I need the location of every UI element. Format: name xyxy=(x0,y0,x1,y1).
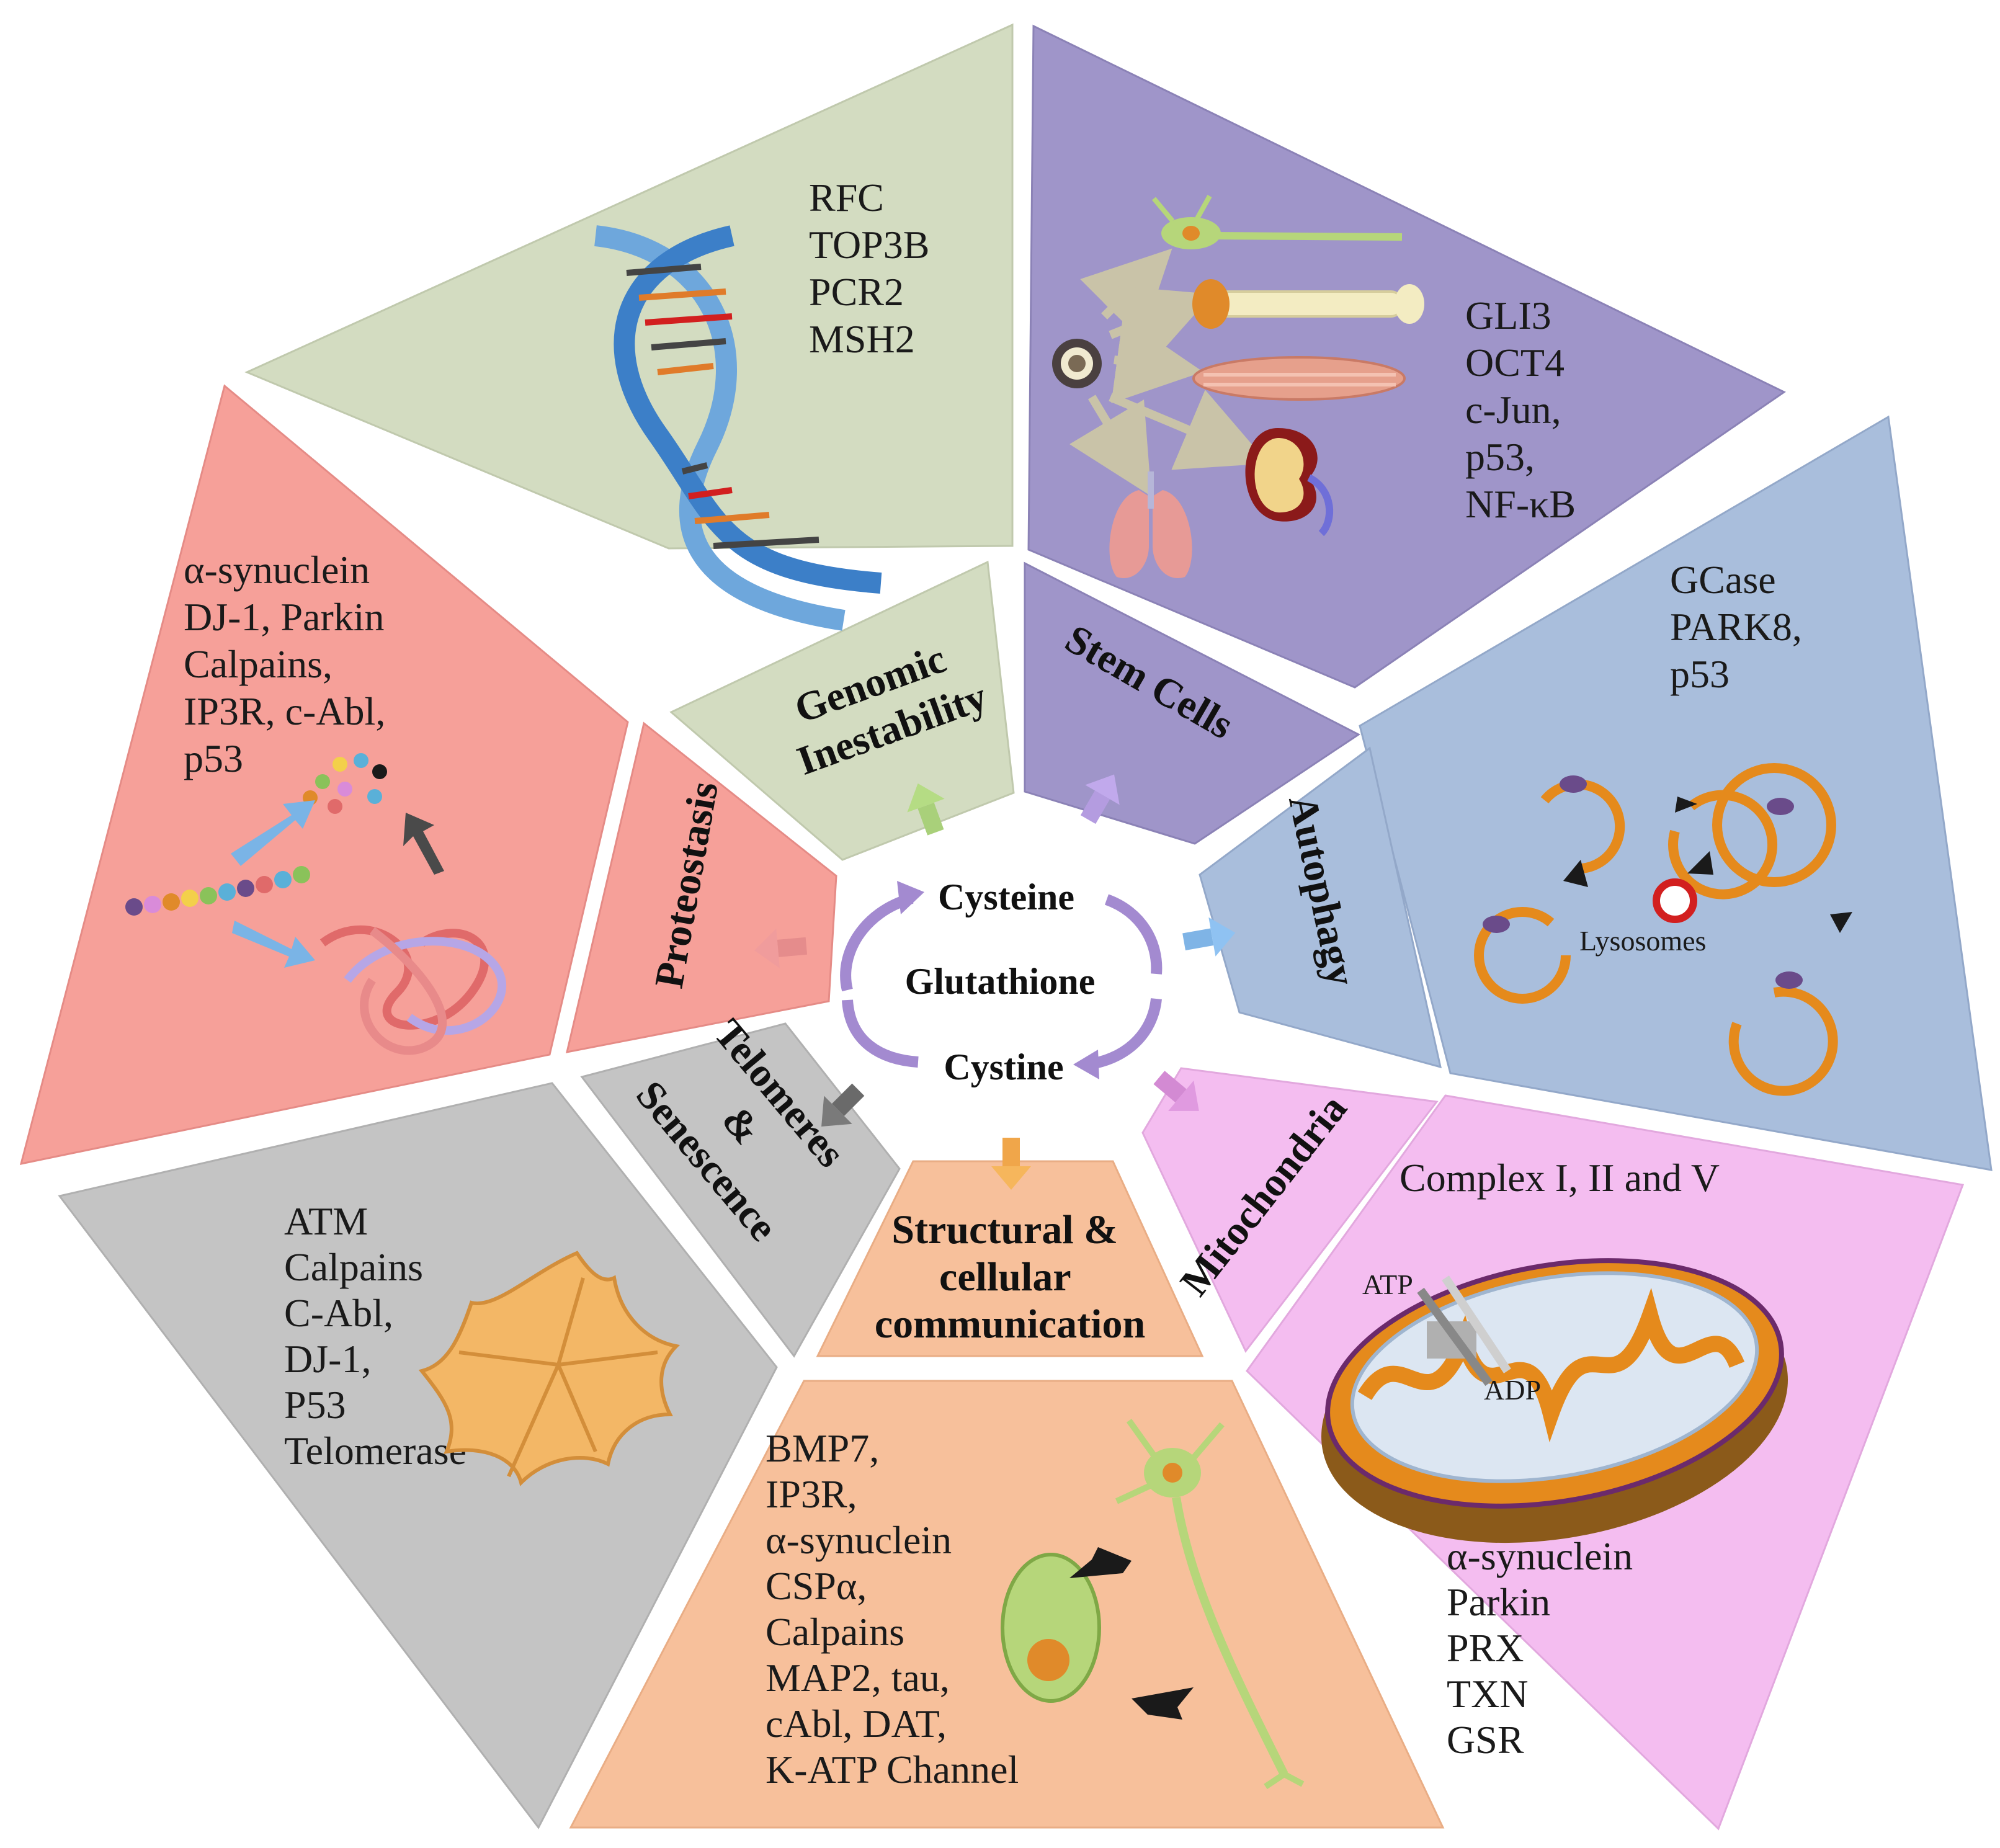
amino-acid-chain xyxy=(125,866,310,916)
mitochondria-inner xyxy=(1141,1067,1439,1353)
stem-inner xyxy=(1024,561,1360,845)
cycle-arrowhead-left-top xyxy=(897,881,924,914)
adp-label: ADP xyxy=(1484,1374,1541,1406)
arrow-to-telomeres xyxy=(821,1083,865,1127)
structural-inner xyxy=(816,1160,1204,1357)
outgoing-arrows xyxy=(754,774,1236,1190)
proteostasis-inner xyxy=(566,721,837,1053)
atp-label: ATP xyxy=(1362,1269,1413,1300)
mitochondrion-icon: ATP ADP xyxy=(1321,1258,1788,1543)
telomeres-inner xyxy=(580,1022,901,1358)
mitochondria-gene-list: α-synuclein Parkin PRX TXN GSR xyxy=(1447,1534,1643,1762)
autophagy-gene-list: GCase PARK8, p53 xyxy=(1670,558,1812,696)
bone-icon xyxy=(1192,279,1424,329)
telomeres-gene-list: ATM Calpains C-Abl, DJ-1, P53 Telomerase xyxy=(284,1199,467,1473)
autophagy-inner xyxy=(1199,746,1442,1069)
stem-panel xyxy=(1027,24,1786,689)
protein-aggregation-icon xyxy=(125,753,507,1055)
genomic-title: Genomic Inestability xyxy=(774,627,993,784)
lysosomes-label: Lysosomes xyxy=(1579,925,1706,957)
structural-gene-list: BMP7, IP3R, α-synuclein CSPα, Calpains M… xyxy=(766,1426,1019,1792)
arrow-glia-to-neuron xyxy=(1132,1687,1194,1720)
arrow-free-to-chain xyxy=(231,800,315,866)
glial-cell-icon xyxy=(1001,1553,1101,1703)
lungs-icon xyxy=(1109,471,1192,578)
arrow-to-mitochondria xyxy=(1153,1071,1199,1111)
protein-aggregate xyxy=(319,925,507,1055)
glutathione-cycle: Cysteine Glutathione Cystine xyxy=(840,877,1163,1087)
arrow-to-structural xyxy=(991,1138,1031,1190)
muscle-icon xyxy=(1192,356,1406,401)
cycle-arrow-right-top xyxy=(1104,894,1163,975)
arrow-to-genomic xyxy=(907,783,945,836)
dna-helix-icon xyxy=(594,225,882,631)
center-cystine: Cystine xyxy=(944,1047,1063,1087)
lysosome-cycle-icon: Lysosomes xyxy=(1474,763,1852,1096)
arrow-to-autophagy xyxy=(1182,917,1236,957)
proteostasis-gene-list: α-synuclein DJ-1, Parkin Calpains, IP3R,… xyxy=(184,548,395,780)
genomic-panel xyxy=(244,23,1014,550)
structural-title: Structural & cellular communication xyxy=(875,1207,1145,1347)
stem-gene-list: GLI3 OCT4 c-Jun, p53, NF-κB xyxy=(1465,293,1576,526)
neuron-icon xyxy=(1115,1419,1305,1790)
autophagy-arrow-3 xyxy=(1687,851,1713,875)
cycle-arrow-left-bottom xyxy=(842,999,919,1068)
neuron-small-icon xyxy=(1151,195,1403,249)
arrow-aggregate-to-free xyxy=(403,813,444,875)
genomic-inner xyxy=(669,560,1015,861)
genomic-gene-list: RFC TOP3B PCR2 MSH2 xyxy=(809,176,939,361)
arrow-to-stem xyxy=(1080,774,1120,824)
stem-cell-differentiation-icon xyxy=(1052,195,1424,578)
autophagy-arrow-2 xyxy=(1675,797,1697,813)
telomeres-panel xyxy=(58,1082,778,1829)
autophagy-arrow-4 xyxy=(1830,912,1852,933)
arrow-neuron-to-glia xyxy=(1069,1547,1132,1578)
center-glutathione: Glutathione xyxy=(905,961,1096,1002)
cycle-arrowhead-right-bottom xyxy=(1073,1050,1099,1079)
cycle-arrow-left-top xyxy=(840,893,914,992)
arrow-to-proteostasis xyxy=(754,928,808,968)
autophagy-arrow-1 xyxy=(1563,860,1588,887)
kidney-icon xyxy=(1245,428,1334,537)
center-cysteine: Cysteine xyxy=(938,877,1074,917)
free-amino-acids xyxy=(303,753,387,814)
neuron-glia-icon xyxy=(1001,1419,1305,1790)
autophagy-panel xyxy=(1359,415,1993,1171)
arrow-chain-to-aggregate xyxy=(232,921,315,968)
mitochondria-header: Complex I, II and V xyxy=(1400,1156,1720,1200)
leaf-icon xyxy=(418,1251,681,1486)
